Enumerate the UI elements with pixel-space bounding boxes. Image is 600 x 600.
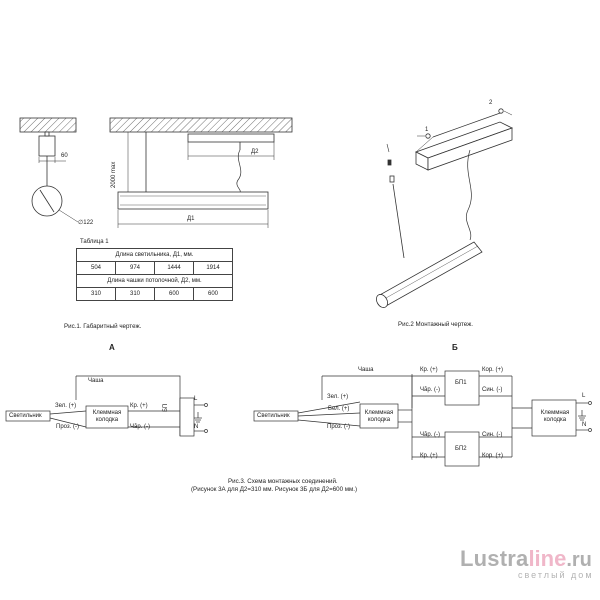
scheme-b-terminal-block-right: Клеммная колодка xyxy=(540,410,570,423)
scheme-a-wire-chr: Чăр. (-) xyxy=(130,424,151,430)
fig3-caption-line2: (Рисунок 3А для Д2=310 мм. Рисунок 3Б дл… xyxy=(191,486,358,493)
logo-part-2: line xyxy=(528,546,567,571)
fig1-caption: Рис.1. Габаритный чертеж. xyxy=(64,323,142,330)
scheme-b-bp1-chr: Чăр. (-) xyxy=(420,387,441,393)
scheme-a-wire-proz: Проз. (-) xyxy=(56,424,79,430)
scheme-b-chasha: Чаша xyxy=(358,367,374,373)
scheme-a-N: N xyxy=(194,424,199,430)
scheme-b-svetilnik: Светильник xyxy=(257,413,290,419)
table-header-d2: Длина чашки потолочной, Д2, мм. xyxy=(76,274,233,288)
scheme-b-psu1: БП1 xyxy=(455,380,467,386)
dim-d1-label: Д1 xyxy=(187,216,195,222)
table-cell: 1444 xyxy=(154,261,194,275)
dim-diameter-label: ∅122 xyxy=(78,220,94,226)
table-cell: 310 xyxy=(76,287,116,301)
fig3-caption-line1: Рис.3. Схема монтажных соединений. xyxy=(228,478,338,485)
scheme-a-chasha: Чаша xyxy=(88,378,104,384)
table-cell: 600 xyxy=(154,287,194,301)
dim-2000-label: 2000 max xyxy=(111,161,117,188)
fig1-front-view xyxy=(109,117,293,228)
table-cell: 974 xyxy=(115,261,155,275)
fig2-isometric-view xyxy=(376,108,514,308)
lustraline-logo: Lustraline.ru светлый дом xyxy=(460,546,592,580)
fig2-caption: Рис.2 Монтажный чертеж. xyxy=(398,321,473,328)
logo-part-3: .ru xyxy=(566,549,592,571)
scheme-a-terminal-block: Клеммная колодка xyxy=(92,410,122,423)
scheme-b-bp1-sin: Син. (-) xyxy=(482,387,503,393)
scheme-b-psu2: БП2 xyxy=(455,446,467,452)
scheme-a-wire-zel: Зел. (+) xyxy=(55,403,77,409)
dim-d2-label: Д2 xyxy=(251,149,259,155)
scheme-b-bp2-kr: Кр. (+) xyxy=(420,453,438,459)
scheme-b-N: N xyxy=(582,422,587,428)
scheme-a-L: L xyxy=(194,396,198,402)
table-cell: 600 xyxy=(193,287,233,301)
table-title: Таблица 1 xyxy=(80,239,109,245)
table-header-d1: Длина светильника, Д1, мм. xyxy=(76,248,233,262)
scheme-b-L: L xyxy=(582,393,586,399)
logo-part-1: Lustra xyxy=(460,546,529,571)
fig2-label-1: 1 xyxy=(425,127,429,133)
table-cell: 310 xyxy=(115,287,155,301)
scheme-a-psu: БП xyxy=(163,403,169,412)
dim-60-label: 60 xyxy=(61,153,68,159)
scheme-a xyxy=(5,375,208,437)
scheme-b-wire-bel: Бел. (+) xyxy=(328,406,350,412)
scheme-b-bp1-kr: Кр. (+) xyxy=(420,367,438,373)
table-cell: 1914 xyxy=(193,261,233,275)
scheme-a-wire-kr: Кр. (+) xyxy=(130,403,148,409)
scheme-b-wire-proz: Проз. (-) xyxy=(327,424,350,430)
fig2-label-2: 2 xyxy=(489,100,493,106)
scheme-b-bp2-kor: Кор. (+) xyxy=(482,453,504,459)
scheme-b-bp1-kor: Кор. (+) xyxy=(482,367,504,373)
table-cell: 504 xyxy=(76,261,116,275)
scheme-b-title: Б xyxy=(452,343,458,352)
scheme-a-svetilnik: Светильник xyxy=(9,413,42,419)
dimensions-table: Длина светильника, Д1, мм. 504 974 1444 … xyxy=(76,248,233,301)
scheme-a-title: А xyxy=(109,343,115,352)
logo-subtitle: светлый дом xyxy=(518,570,594,580)
scheme-b xyxy=(253,370,592,467)
fig1-side-view xyxy=(19,117,79,223)
scheme-b-bp2-sin: Син. (-) xyxy=(482,432,503,438)
scheme-b-terminal-block-left: Клеммная колодка xyxy=(364,410,394,423)
scheme-b-wire-zel: Зел. (+) xyxy=(327,394,349,400)
scheme-b-bp2-chr: Чăр. (-) xyxy=(420,432,441,438)
